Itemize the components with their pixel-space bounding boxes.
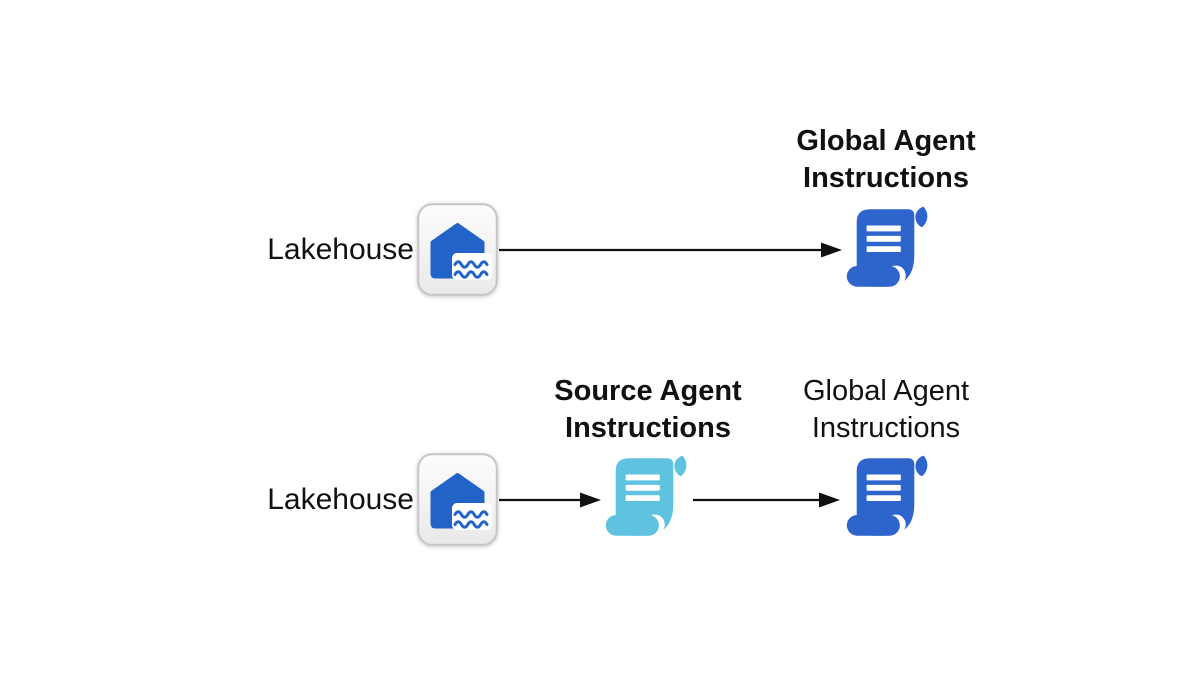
scroll-icon (845, 203, 935, 293)
source-agent-instructions-label: Source Agent Instructions (554, 375, 742, 444)
lakehouse-label: Lakehouse (267, 483, 414, 516)
arrow-lakehouse-to-global (499, 242, 842, 258)
arrow-head-icon (819, 492, 840, 508)
arrow-lakehouse-to-source (499, 492, 601, 508)
arrow-head-icon (580, 492, 601, 508)
scroll-icon (604, 452, 694, 542)
scroll-icon (845, 452, 935, 542)
lakehouse-icon (417, 203, 498, 296)
arrow-head-icon (821, 242, 842, 258)
global-agent-instructions-label: Global Agent Instructions (802, 375, 970, 444)
lakehouse-label: Lakehouse (267, 233, 414, 266)
global-agent-instructions-label: Global Agent Instructions (796, 125, 976, 194)
arrow-source-to-global (693, 492, 840, 508)
lakehouse-icon (417, 453, 498, 546)
